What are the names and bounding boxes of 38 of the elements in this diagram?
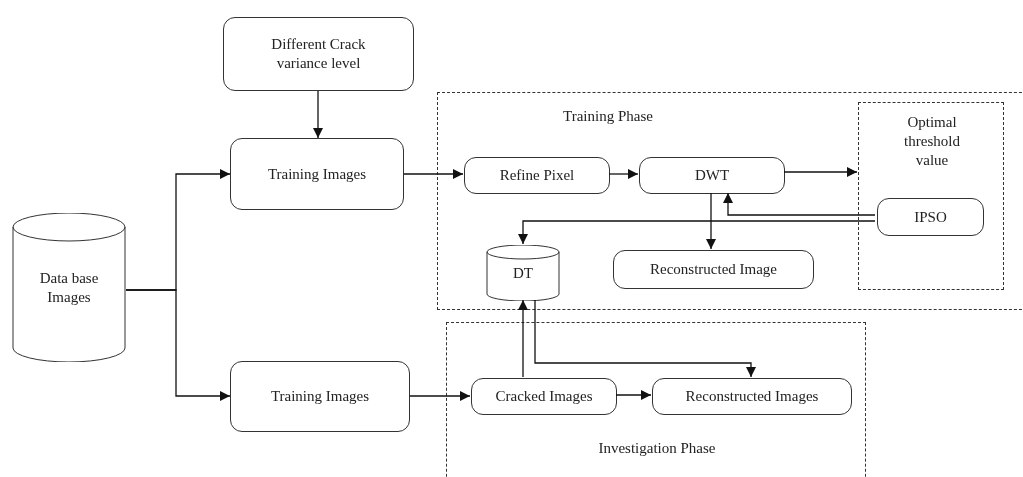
arrow <box>534 299 756 378</box>
node-label: Optimal threshold value <box>903 113 961 170</box>
node-label: Different Crack variance level <box>270 35 367 73</box>
process-box <box>639 157 785 194</box>
node-label: Reconstructed Image <box>650 260 777 279</box>
arrow <box>518 299 528 378</box>
node-label: IPSO <box>914 207 947 227</box>
arrow <box>723 192 876 216</box>
node-label: Data base Images <box>38 268 100 307</box>
arrow <box>409 391 471 401</box>
process-box <box>464 157 610 194</box>
node-label: Training Images <box>270 387 370 406</box>
arrow <box>403 169 464 179</box>
node-label: DWT <box>694 166 730 185</box>
process-box <box>471 378 617 415</box>
process-box <box>877 198 984 236</box>
arrow <box>313 90 323 139</box>
process-box <box>652 378 852 415</box>
process-box <box>230 361 410 432</box>
node-label: Reconstructed Images <box>685 387 819 406</box>
arrow <box>125 289 231 401</box>
arrow <box>608 169 639 179</box>
phase-region <box>446 322 866 477</box>
process-box <box>613 250 814 289</box>
node-label: Training Images <box>267 164 367 184</box>
process-box <box>223 17 414 91</box>
node-label: Cracked Images <box>495 387 593 406</box>
node-label: Refine Pixel <box>499 166 575 185</box>
arrow <box>615 390 652 400</box>
threshold-region <box>858 102 1004 290</box>
node-label: Training Phase <box>563 107 653 126</box>
arrow <box>706 192 716 250</box>
phase-region <box>437 92 1023 310</box>
node-label: DT <box>513 263 533 283</box>
process-box <box>230 138 404 210</box>
arrow <box>518 220 876 245</box>
arrow <box>783 167 858 177</box>
node-label: Investigation Phase <box>598 439 716 458</box>
